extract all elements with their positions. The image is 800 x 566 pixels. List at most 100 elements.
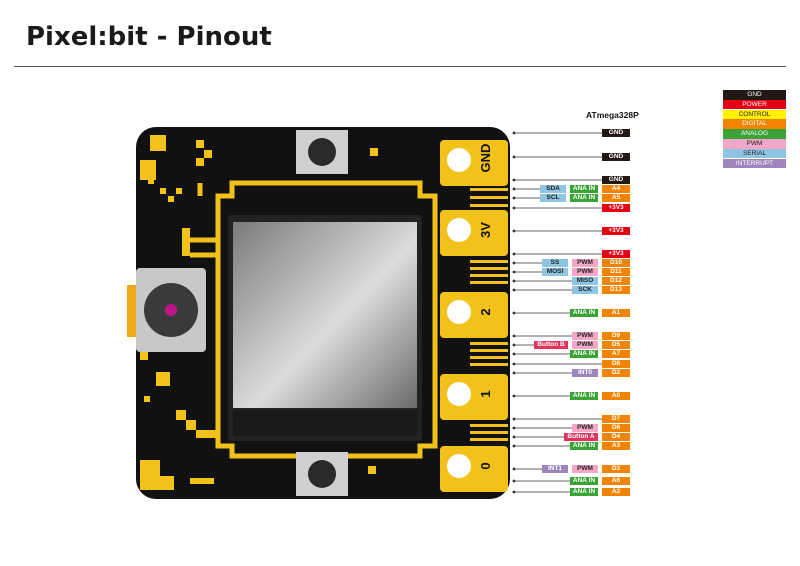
pin-label-button: Button A — [564, 433, 598, 441]
pad-label-1: 1 — [478, 390, 493, 397]
pin-label-serial: MISO — [572, 277, 598, 285]
pin-label-analog: ANA IN — [570, 309, 598, 317]
pin-label-digital: D7 — [602, 415, 630, 423]
pin-label-power: +3V3 — [602, 227, 630, 235]
pin-dot — [512, 196, 516, 200]
pin-dot — [512, 229, 516, 233]
pin-dot — [512, 479, 516, 483]
pin-lines — [512, 131, 602, 494]
pin-label-pwm: PWM — [572, 465, 598, 473]
pin-dot — [512, 206, 516, 210]
legend-item-power: POWER — [723, 99, 786, 110]
pin-label-serial: SCK — [572, 286, 598, 294]
pin-dot — [512, 270, 516, 274]
pin-dot — [512, 131, 516, 135]
pin-label-power: +3V3 — [602, 204, 630, 212]
pin-dot — [512, 417, 516, 421]
pin-dot — [512, 394, 516, 398]
pin-dot — [512, 435, 516, 439]
gold-traces — [190, 180, 438, 459]
pin-dot — [512, 426, 516, 430]
pin-label-digital: D13 — [602, 286, 630, 294]
pad-holes — [447, 148, 471, 478]
pin-label-digital: A3 — [602, 442, 630, 450]
pin-dot — [512, 187, 516, 191]
pin-dot — [512, 362, 516, 366]
legend-item-digital: DIGITAL — [723, 119, 786, 129]
pin-label-digital: D6 — [602, 424, 630, 432]
pin-dot — [512, 343, 516, 347]
pin-dot — [512, 288, 516, 292]
pin-dot — [512, 261, 516, 265]
pin-dot — [512, 444, 516, 448]
camera-sensor — [136, 268, 206, 352]
pin-label-interrupt: INT0 — [572, 369, 598, 377]
pin-dot — [512, 178, 516, 182]
chip-label: ATmega328P — [586, 110, 639, 120]
pin-label-analog: ANA IN — [570, 185, 598, 193]
pin-label-pwm: PWM — [572, 332, 598, 340]
page-title: Pixel:bit - Pinout — [26, 22, 272, 52]
pin-label-digital: D2 — [602, 369, 630, 377]
pin-label-pwm: PWM — [572, 259, 598, 267]
pad-label-2: 2 — [478, 308, 493, 315]
pin-label-digital: A4 — [602, 185, 630, 193]
pin-label-analog: ANA IN — [570, 194, 598, 202]
pin-label-digital: A7 — [602, 350, 630, 358]
pin-label-pwm: PWM — [572, 268, 598, 276]
top-button — [296, 130, 348, 174]
pin-label-serial: SDA — [540, 185, 566, 193]
pin-label-analog: ANA IN — [570, 477, 598, 485]
legend-item-analog: ANALOG — [723, 129, 786, 139]
pin-label-pwm: PWM — [572, 341, 598, 349]
pin-label-digital: A0 — [602, 392, 630, 400]
legend-item-serial: SERIAL — [723, 148, 786, 159]
pin-label-digital: A2 — [602, 488, 630, 496]
legend-item-gnd: GND — [723, 90, 786, 100]
bottom-button — [296, 452, 348, 496]
pin-label-gnd: GND — [602, 153, 630, 161]
pin-label-digital: D5 — [602, 341, 630, 349]
pin-label-power: +3V3 — [602, 250, 630, 258]
pin-label-analog: ANA IN — [570, 442, 598, 450]
legend-item-pwm: PWM — [723, 139, 786, 149]
pin-dot — [512, 252, 516, 256]
pin-dot — [512, 490, 516, 494]
pin-label-digital: D9 — [602, 332, 630, 340]
screen-display — [233, 222, 417, 408]
pin-dot — [512, 155, 516, 159]
pin-label-analog: ANA IN — [570, 350, 598, 358]
title-divider — [14, 66, 786, 67]
pad-label-0: 0 — [478, 462, 493, 469]
pad-label-gnd: GND — [478, 144, 493, 173]
pin-dot — [512, 334, 516, 338]
pin-label-digital: A1 — [602, 309, 630, 317]
pin-dot — [512, 352, 516, 356]
pin-label-analog: ANA IN — [570, 392, 598, 400]
legend-item-control: CONTROL — [723, 109, 786, 120]
pin-label-digital: D8 — [602, 360, 630, 368]
pin-label-digital: D4 — [602, 433, 630, 441]
pad-label-3v: 3V — [478, 222, 493, 238]
pin-dot — [512, 279, 516, 283]
pin-label-pwm: PWM — [572, 424, 598, 432]
screen-bezel-bottom — [233, 410, 417, 436]
pin-label-digital: A5 — [602, 194, 630, 202]
pixel-ornaments — [140, 135, 378, 490]
legend-item-interrupt: INTERRUPT — [723, 158, 786, 169]
pin-label-digital: D3 — [602, 465, 630, 473]
pin-dot — [512, 467, 516, 471]
pin-label-digital: D12 — [602, 277, 630, 285]
pin-label-serial: SS — [542, 259, 568, 267]
pin-label-digital: D10 — [602, 259, 630, 267]
pin-label-digital: A6 — [602, 477, 630, 485]
pin-label-button: Button B — [534, 341, 568, 349]
pin-label-analog: ANA IN — [570, 488, 598, 496]
pin-dot — [512, 371, 516, 375]
pin-label-interrupt: INT1 — [542, 465, 568, 473]
pin-dot — [512, 311, 516, 315]
pin-label-gnd: GND — [602, 176, 630, 184]
pin-label-serial: MOSI — [542, 268, 568, 276]
pin-label-serial: SCL — [540, 194, 566, 202]
